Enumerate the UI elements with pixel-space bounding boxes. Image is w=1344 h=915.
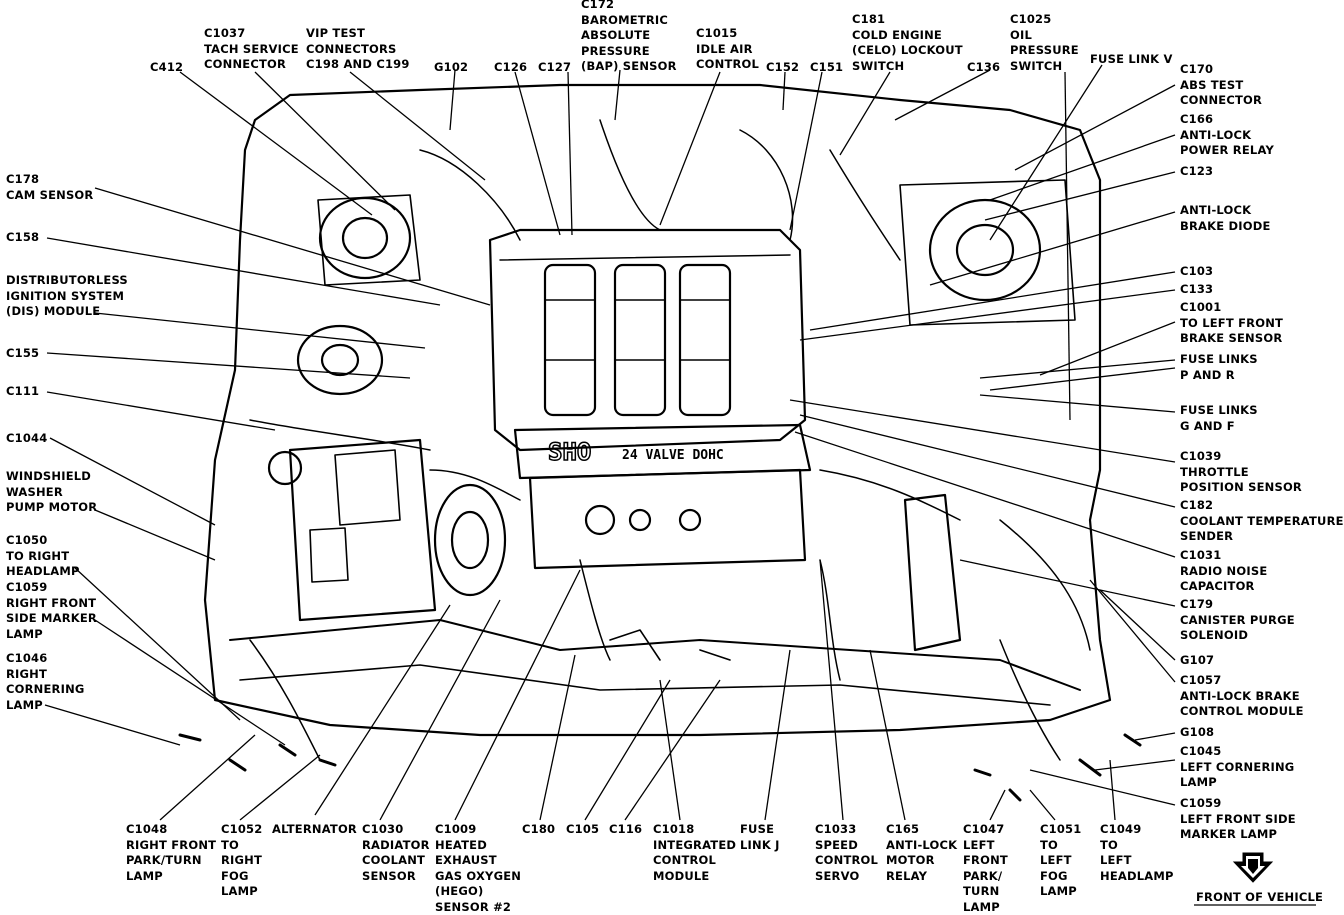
label-c158: C158 xyxy=(6,230,40,244)
label-g102: G102 xyxy=(434,60,469,74)
label-g108: G108 xyxy=(1180,725,1215,739)
label-c1030-radiator-coolant-sensor: C1030 RADIATOR COOLANT SENSOR xyxy=(362,822,430,883)
label-c412: C412 xyxy=(150,60,184,74)
label-c180: C180 xyxy=(522,822,556,836)
leader-lines xyxy=(44,64,1176,821)
label-c1037-tach-service-connector: C1037 TACH SERVICE CONNECTOR xyxy=(204,26,299,71)
label-c126: C126 xyxy=(494,60,528,74)
label-c1001-left-front-brake-sensor: C1001 TO LEFT FRONT BRAKE SENSOR xyxy=(1180,300,1284,345)
label-c1047-left-front-park-turn-lamp: C1047 LEFT FRONT PARK/ TURN LAMP xyxy=(963,822,1008,914)
label-c116: C116 xyxy=(609,822,643,836)
label-c181-celo-lockout-switch: C181 COLD ENGINE (CELO) LOCKOUT SWITCH xyxy=(852,12,963,73)
label-front-of-vehicle: FRONT OF VEHICLE xyxy=(1196,890,1324,904)
label-c179-canister-purge-solenoid: C179 CANISTER PURGE SOLENOID xyxy=(1180,597,1295,642)
label-c1048-right-front-park-turn-lamp: C1048 RIGHT FRONT PARK/TURN LAMP xyxy=(126,822,217,883)
label-fuse-links-p-and-r: FUSE LINKS P AND R xyxy=(1180,352,1258,382)
label-c1044: C1044 xyxy=(6,431,48,445)
label-c136: C136 xyxy=(967,60,1001,74)
label-alternator: ALTERNATOR xyxy=(272,822,357,836)
label-c155: C155 xyxy=(6,346,40,360)
label-dis-module: DISTRIBUTORLESS IGNITION SYSTEM (DIS) MO… xyxy=(6,273,128,318)
label-c1009-hego-sensor-2: C1009 HEATED EXHAUST GAS OXYGEN (HEGO) S… xyxy=(435,822,522,914)
label-c1039-throttle-position-sensor: C1039 THROTTLE POSITION SENSOR xyxy=(1180,449,1302,494)
engine-badge-subtitle: 24 VALVE DOHC xyxy=(622,448,724,463)
label-c170-abs-test-connector: C170 ABS TEST CONNECTOR xyxy=(1180,62,1263,107)
label-c172-bap-sensor: C172 BAROMETRIC ABSOLUTE PRESSURE (BAP) … xyxy=(581,0,677,73)
label-c165-anti-lock-motor-relay: C165 ANTI-LOCK MOTOR RELAY xyxy=(886,822,958,883)
label-c1050-right-headlamp: C1050 TO RIGHT HEADLAMP xyxy=(6,533,80,578)
label-c1031-radio-noise-capacitor: C1031 RADIO NOISE CAPACITOR xyxy=(1180,548,1268,593)
label-c1057-abs-control-module: C1057 ANTI-LOCK BRAKE CONTROL MODULE xyxy=(1180,673,1304,718)
label-c1025-oil-pressure-switch: C1025 OIL PRESSURE SWITCH xyxy=(1010,12,1079,73)
front-of-vehicle-arrow-icon xyxy=(1232,852,1274,883)
label-vip-test-connectors: VIP TEST CONNECTORS C198 AND C199 xyxy=(306,26,410,71)
label-c1049-left-headlamp: C1049 TO LEFT HEADLAMP xyxy=(1100,822,1174,883)
label-fuse-link-j: FUSE LINK J xyxy=(740,822,780,852)
label-c1059-left-front-side-marker-lamp: C1059 LEFT FRONT SIDE MARKER LAMP xyxy=(1180,796,1296,841)
engine-badge-model: SHO xyxy=(548,438,591,466)
label-c1018-integrated-control-module: C1018 INTEGRATED CONTROL MODULE xyxy=(653,822,737,883)
label-c133: C133 xyxy=(1180,282,1214,296)
label-c123: C123 xyxy=(1180,164,1214,178)
label-c152: C152 xyxy=(766,60,800,74)
label-anti-lock-brake-diode: ANTI-LOCK BRAKE DIODE xyxy=(1180,203,1271,233)
label-c151: C151 xyxy=(810,60,844,74)
label-c1052-right-fog-lamp: C1052 TO RIGHT FOG LAMP xyxy=(221,822,263,898)
label-g107: G107 xyxy=(1180,653,1215,667)
label-windshield-washer-pump-motor: WINDSHIELD WASHER PUMP MOTOR xyxy=(6,469,98,514)
label-c105: C105 xyxy=(566,822,600,836)
label-fuse-link-v: FUSE LINK V xyxy=(1090,52,1173,66)
label-c1051-left-fog-lamp: C1051 TO LEFT FOG LAMP xyxy=(1040,822,1082,898)
label-c103: C103 xyxy=(1180,264,1214,278)
label-c1033-speed-control-servo: C1033 SPEED CONTROL SERVO xyxy=(815,822,879,883)
label-c178-cam-sensor: C178 CAM SENSOR xyxy=(6,172,94,202)
label-c1045-left-cornering-lamp: C1045 LEFT CORNERING LAMP xyxy=(1180,744,1295,789)
label-c182-coolant-temperature-sender: C182 COOLANT TEMPERATURE SENDER xyxy=(1180,498,1344,543)
label-c127: C127 xyxy=(538,60,572,74)
label-fuse-links-g-and-f: FUSE LINKS G AND F xyxy=(1180,403,1258,433)
label-c1046-right-cornering-lamp: C1046 RIGHT CORNERING LAMP xyxy=(6,651,85,712)
engine-compartment-drawing xyxy=(178,83,1142,802)
label-c1059-right-front-side-marker-lamp: C1059 RIGHT FRONT SIDE MARKER LAMP xyxy=(6,580,97,641)
label-c166-anti-lock-power-relay: C166 ANTI-LOCK POWER RELAY xyxy=(1180,112,1274,157)
label-c111: C111 xyxy=(6,384,40,398)
label-c1015-idle-air-control: C1015 IDLE AIR CONTROL xyxy=(696,26,760,71)
